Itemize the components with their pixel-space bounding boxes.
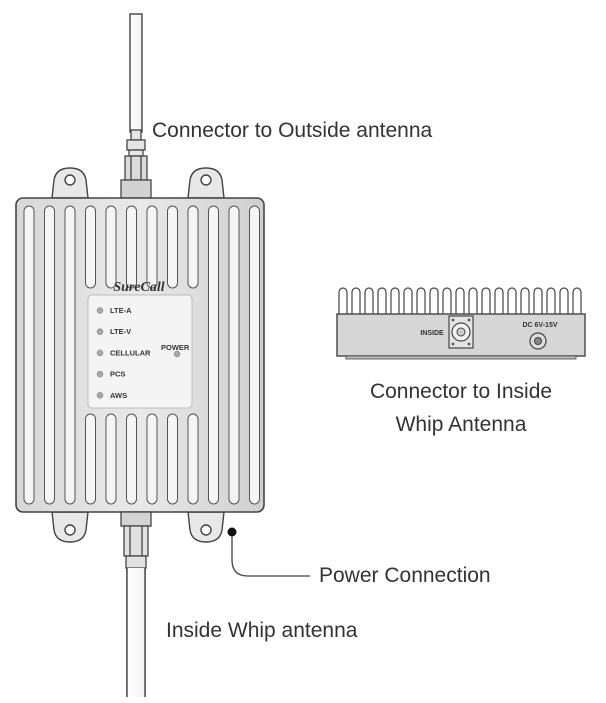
heat-sink-fin [167, 205, 178, 289]
dc-power-jack [529, 332, 547, 350]
power-connection-callout [227, 527, 310, 577]
heat-sink-fin [228, 205, 240, 505]
led-label: PCS [110, 370, 125, 379]
inside-antenna-connector [120, 511, 152, 569]
heat-sink-fin [44, 205, 55, 505]
heat-sink-fin [64, 205, 76, 505]
side-view: INSIDE DC 6V-15V [336, 287, 586, 360]
front-label-panel: SureCall LTE-A LTE-V CELLULAR PCS AWS POWER [87, 280, 193, 409]
heat-sink-fin [249, 205, 260, 505]
power-connection-dot-icon [227, 527, 237, 537]
brand-logo: SureCall [113, 280, 164, 295]
inside-whip-label: Inside Whip antenna [166, 619, 358, 642]
led-label: AWS [110, 391, 127, 400]
outside-antenna-label: Connector to Outside antenna [152, 119, 433, 142]
inside-whip-cable [126, 568, 146, 697]
heat-sink-fin [126, 205, 137, 289]
heat-sink-fin [105, 413, 117, 505]
heat-sink-fin [187, 205, 199, 289]
power-led-label: POWER [161, 343, 190, 352]
heat-sink-fin [187, 413, 199, 505]
led-dot-icon [96, 349, 104, 357]
led-dot-icon [96, 307, 104, 314]
led-label: CELLULAR [110, 348, 151, 357]
heat-sink-fin [208, 205, 219, 505]
power-connection-label: Power Connection [319, 564, 491, 587]
led-dot-icon [96, 328, 104, 335]
inside-port-connector [448, 315, 474, 349]
led-indicators: LTE-A LTE-V CELLULAR PCS AWS [96, 306, 151, 400]
heat-sink-fin [23, 205, 35, 505]
heat-sink-fin [85, 205, 96, 289]
heat-sink-fin [126, 413, 137, 505]
side-view-fins [338, 287, 582, 319]
led-label: LTE-A [110, 306, 132, 315]
heat-sink-fins [23, 205, 260, 505]
heat-sink-fin [146, 205, 158, 289]
inside-connector-label-line2: Whip Antenna [396, 413, 527, 436]
heat-sink-fin [167, 413, 178, 505]
outside-antenna-cable [129, 13, 143, 133]
mounting-tabs [51, 167, 225, 543]
inside-port-label: INSIDE [420, 330, 444, 337]
led-dot-icon [96, 392, 104, 399]
heat-sink-fin [85, 413, 96, 505]
inside-connector-label-line1: Connector to Inside [370, 380, 552, 403]
heat-sink-fin [146, 413, 158, 505]
heat-sink-fin [105, 205, 117, 289]
power-led-icon [173, 350, 181, 358]
led-label: LTE-V [110, 327, 131, 336]
outside-antenna-connector [120, 129, 152, 199]
power-jack-label: DC 6V-15V [522, 322, 557, 329]
led-dot-icon [96, 370, 104, 378]
